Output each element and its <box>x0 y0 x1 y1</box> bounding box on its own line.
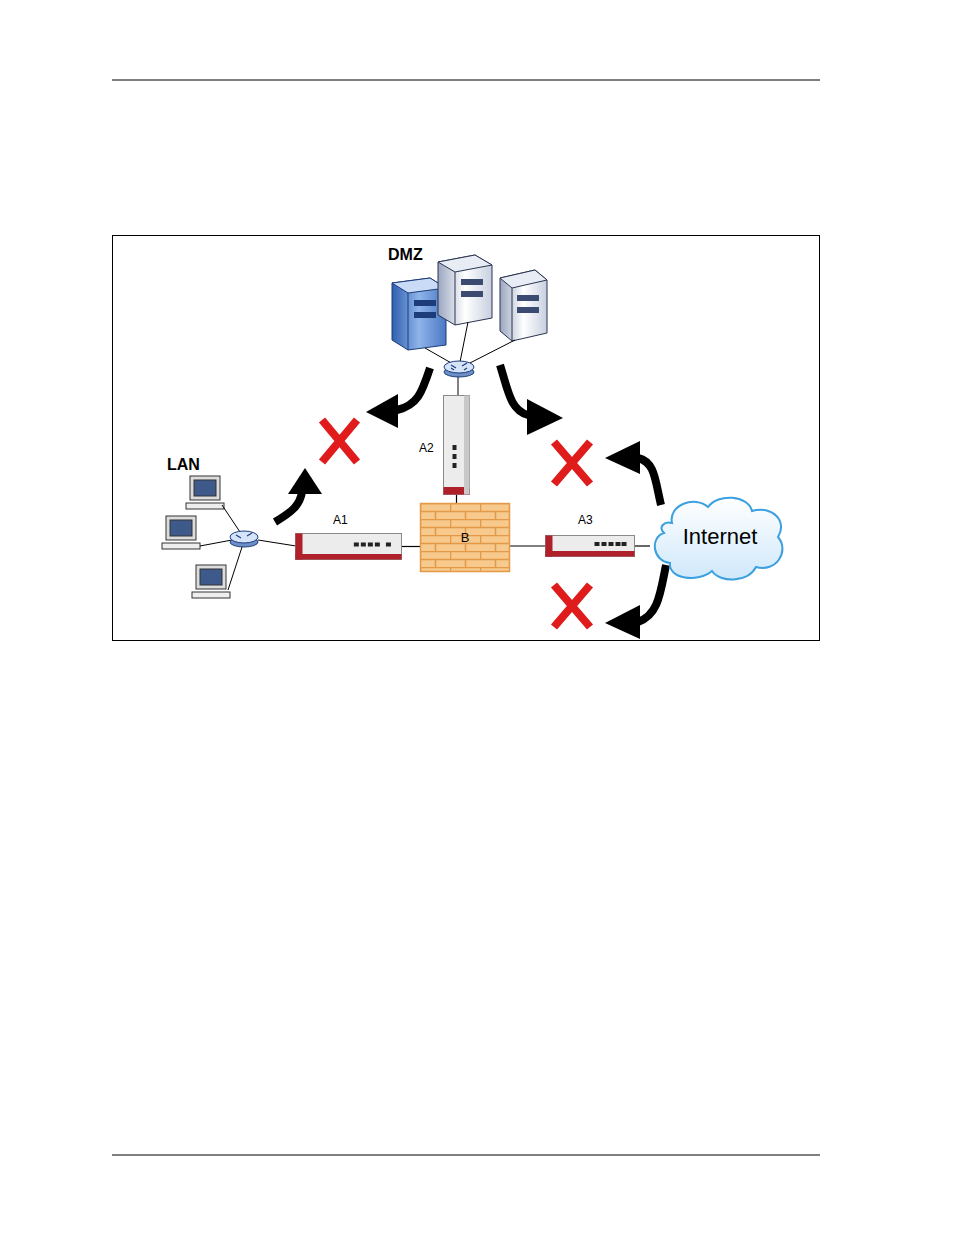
network-cable <box>635 545 650 546</box>
traffic-arrow <box>275 365 666 639</box>
device-body <box>443 395 470 495</box>
device-body <box>295 533 402 560</box>
network-cable <box>456 495 457 503</box>
zone-label: LAN <box>167 456 200 474</box>
switch-icon <box>444 361 474 377</box>
switch-icon <box>230 531 258 547</box>
computer <box>162 476 230 598</box>
device-body <box>545 535 635 557</box>
server <box>500 270 547 341</box>
firewall: B <box>420 503 510 572</box>
device-label: A1 <box>333 513 348 527</box>
zone-label: DMZ <box>388 246 423 264</box>
device-label: A3 <box>578 513 593 527</box>
network-cable <box>402 546 420 547</box>
node-text: B <box>461 530 470 545</box>
network-device: A3 <box>545 535 635 557</box>
network-cable <box>510 545 545 546</box>
node-text: Internet <box>683 524 758 550</box>
server <box>438 255 492 325</box>
device-label: A2 <box>419 441 434 455</box>
network-device: A1 <box>295 533 402 560</box>
internet-cloud: Internet <box>650 493 790 583</box>
network-device: A2 <box>443 395 470 495</box>
